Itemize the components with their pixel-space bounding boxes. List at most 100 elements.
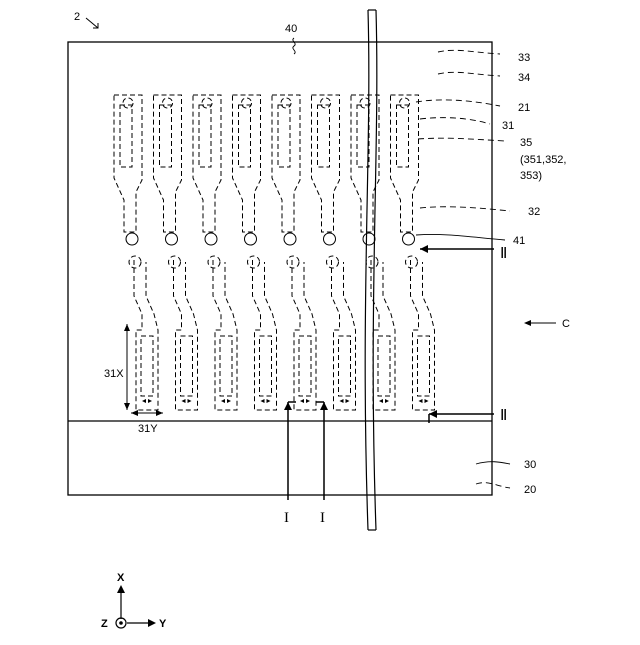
upper-electrode-slot bbox=[357, 105, 369, 167]
dimension-31x-arrow-bottom bbox=[124, 403, 130, 410]
upper-electrode-outline bbox=[114, 95, 142, 232]
lower-electrode-marks bbox=[182, 399, 192, 403]
lower-electrode-slot bbox=[220, 336, 232, 396]
lower-electrode-outline bbox=[174, 260, 198, 410]
lower-electrode-marks bbox=[142, 399, 152, 403]
dimension-31x-arrow-top bbox=[124, 324, 130, 331]
section-I-left-arrow bbox=[284, 402, 292, 410]
lower-electrode-slot bbox=[378, 336, 390, 396]
lower-electrode-outline bbox=[292, 260, 316, 410]
section-I-left-label: I bbox=[284, 510, 289, 526]
upper-electrode-slot bbox=[160, 105, 172, 167]
upper-electrode-slot bbox=[318, 105, 330, 167]
connection-hole bbox=[324, 233, 336, 245]
lower-electrode-slot bbox=[141, 336, 153, 396]
connection-hole bbox=[363, 233, 375, 245]
lower-contact-hole bbox=[287, 256, 299, 268]
lower-electrode-slot bbox=[339, 336, 351, 396]
label-40: 40 bbox=[285, 23, 297, 35]
label-30: 30 bbox=[524, 459, 536, 471]
lower-electrode-outline bbox=[213, 260, 237, 410]
lower-contact-hole bbox=[208, 256, 220, 268]
connection-hole bbox=[166, 233, 178, 245]
upper-electrode-slot bbox=[278, 105, 290, 167]
leader-31 bbox=[420, 118, 490, 124]
upper-electrode-outline bbox=[272, 95, 300, 232]
electrode-array bbox=[114, 95, 435, 410]
upper-contact-hole bbox=[242, 98, 252, 108]
lower-contact-hole bbox=[129, 256, 141, 268]
label-C: C bbox=[562, 318, 570, 330]
upper-electrode-outline bbox=[154, 95, 182, 232]
upper-contact-hole bbox=[123, 98, 133, 108]
leader-32 bbox=[420, 207, 510, 211]
connection-hole bbox=[205, 233, 217, 245]
lower-electrode-marks bbox=[340, 399, 350, 403]
direction-c-arrow bbox=[524, 320, 531, 326]
figure-number: 2 bbox=[74, 11, 80, 23]
flexible-member-left-edge bbox=[365, 10, 369, 530]
lower-contact-hole bbox=[406, 256, 418, 268]
upper-electrode-slot bbox=[199, 105, 211, 167]
label-33: 33 bbox=[518, 52, 530, 64]
axis-x-label: X bbox=[117, 572, 125, 584]
flexible-member-right-edge bbox=[373, 10, 377, 530]
lower-electrode-marks bbox=[419, 399, 429, 403]
leader-30 bbox=[476, 462, 510, 464]
axis-z-dot bbox=[119, 621, 123, 625]
upper-electrode-outline bbox=[312, 95, 340, 232]
lower-electrode-outline bbox=[134, 260, 158, 410]
lower-contact-hole bbox=[248, 256, 260, 268]
leader-34 bbox=[438, 72, 500, 76]
upper-contact-hole bbox=[202, 98, 212, 108]
label-34: 34 bbox=[518, 72, 530, 84]
lower-electrode-slot bbox=[418, 336, 430, 396]
section-II-bottom-label: Ⅱ bbox=[500, 408, 507, 424]
lower-electrode-outline bbox=[332, 260, 356, 410]
lower-electrode-marks bbox=[300, 399, 310, 403]
upper-electrode-slot bbox=[239, 105, 251, 167]
label-41: 41 bbox=[513, 235, 525, 247]
lower-electrode-slot bbox=[299, 336, 311, 396]
label-35: 35 bbox=[520, 137, 532, 149]
lower-contact-hole bbox=[169, 256, 181, 268]
label-31X: 31X bbox=[104, 368, 124, 380]
lower-electrode-marks bbox=[221, 399, 231, 403]
lower-contact-hole bbox=[327, 256, 339, 268]
axis-y-label: Y bbox=[159, 618, 167, 630]
connection-hole bbox=[126, 233, 138, 245]
upper-contact-hole bbox=[281, 98, 291, 108]
lower-electrode-slot bbox=[260, 336, 272, 396]
upper-contact-hole bbox=[400, 98, 410, 108]
upper-contact-hole bbox=[321, 98, 331, 108]
label-21: 21 bbox=[518, 102, 530, 114]
connection-hole bbox=[284, 233, 296, 245]
lower-electrode-outline bbox=[371, 260, 395, 410]
label-20: 20 bbox=[524, 484, 536, 496]
dimension-31y-arrow-left bbox=[131, 410, 138, 416]
upper-electrode-outline bbox=[193, 95, 221, 232]
leader-21 bbox=[416, 100, 500, 106]
section-II-top-arrow bbox=[420, 245, 428, 253]
lower-electrode-outline bbox=[253, 260, 277, 410]
section-I-right-arrow bbox=[320, 402, 328, 410]
label-32: 32 bbox=[528, 206, 540, 218]
upper-electrode-slot bbox=[120, 105, 132, 167]
label-35-sub: (351,352, bbox=[520, 154, 566, 166]
axis-z-label: Z bbox=[101, 618, 108, 630]
axis-x-arrow bbox=[117, 585, 125, 593]
connection-hole bbox=[245, 233, 257, 245]
figure-number-arrow bbox=[86, 18, 98, 28]
lower-electrode-slot bbox=[181, 336, 193, 396]
lower-electrode-marks bbox=[261, 399, 271, 403]
connection-hole bbox=[403, 233, 415, 245]
label-31: 31 bbox=[502, 120, 514, 132]
axis-y-arrow bbox=[148, 619, 156, 627]
upper-electrode-outline bbox=[391, 95, 419, 232]
label-35-sub2: 353) bbox=[520, 170, 542, 182]
section-II-top-label: Ⅱ bbox=[500, 246, 507, 262]
upper-contact-hole bbox=[163, 98, 173, 108]
lower-electrode-outline bbox=[411, 260, 435, 410]
